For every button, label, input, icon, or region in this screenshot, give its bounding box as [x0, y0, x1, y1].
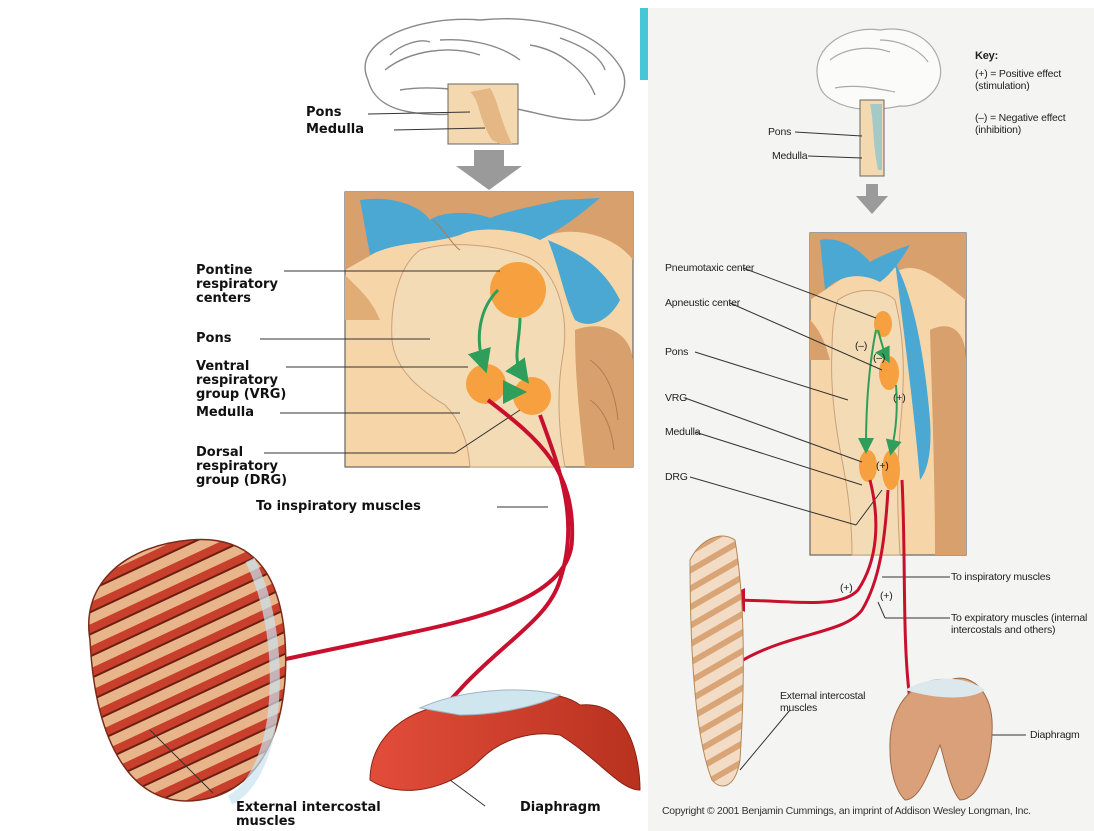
right-label-drg: DRG [665, 471, 688, 483]
pontine-center-left [490, 262, 546, 318]
sign-minus-1: (–) [855, 340, 867, 352]
sign-plus-2: (+) [876, 460, 889, 472]
sign-plus-1: (+) [893, 392, 906, 404]
brain-outline-right [817, 29, 941, 109]
left-label-external-intercostal: External intercostal muscles [236, 801, 381, 829]
vrg-center-left [466, 364, 506, 404]
right-label-medulla-top: Medulla [772, 150, 807, 162]
drg-center-left [513, 377, 551, 415]
right-label-vrg: VRG [665, 392, 687, 404]
right-label-medulla: Medulla [665, 426, 700, 438]
left-label-pontine-centers: Pontine respiratory centers [196, 264, 278, 306]
diaphragm-right [890, 678, 992, 800]
key-title: Key: [975, 50, 998, 62]
left-label-drg: Dorsal respiratory group (DRG) [196, 446, 287, 488]
right-label-to-expiratory: To expiratory muscles (internal intercos… [951, 612, 1087, 636]
left-label-to-inspiratory: To inspiratory muscles [256, 500, 421, 514]
copyright-text: Copyright © 2001 Benjamin Cummings, an i… [662, 805, 1031, 817]
left-label-medulla-top: Medulla [306, 123, 364, 137]
key-negative: (–) = Negative effect (inhibition) [975, 112, 1065, 136]
right-label-pneumotaxic: Pneumotaxic center [665, 262, 754, 274]
ribcage-right [690, 536, 743, 786]
right-label-pons: Pons [665, 346, 688, 358]
key-positive: (+) = Positive effect (stimulation) [975, 68, 1061, 92]
vrg-center-right [859, 450, 877, 482]
left-label-pons-top: Pons [306, 106, 341, 120]
right-label-to-inspiratory: To inspiratory muscles [951, 571, 1050, 583]
sign-plus-3: (+) [840, 582, 853, 594]
left-label-pons: Pons [196, 332, 231, 346]
right-label-apneustic: Apneustic center [665, 297, 740, 309]
right-label-diaphragm: Diaphragm [1030, 729, 1080, 741]
ribcage-left [89, 540, 286, 801]
sign-minus-2: (–) [873, 352, 885, 364]
left-label-vrg: Ventral respiratory group (VRG) [196, 360, 286, 402]
zoom-arrow-right [856, 184, 888, 214]
pneumotaxic-center-right [874, 311, 892, 337]
diaphragm-left [370, 690, 640, 790]
left-label-medulla: Medulla [196, 406, 254, 420]
left-label-diaphragm: Diaphragm [520, 801, 601, 815]
right-label-external-intercostal: External intercostal muscles [780, 690, 865, 714]
sign-plus-4: (+) [880, 590, 893, 602]
right-label-pons-top: Pons [768, 126, 791, 138]
zoom-arrow-left [456, 150, 522, 190]
